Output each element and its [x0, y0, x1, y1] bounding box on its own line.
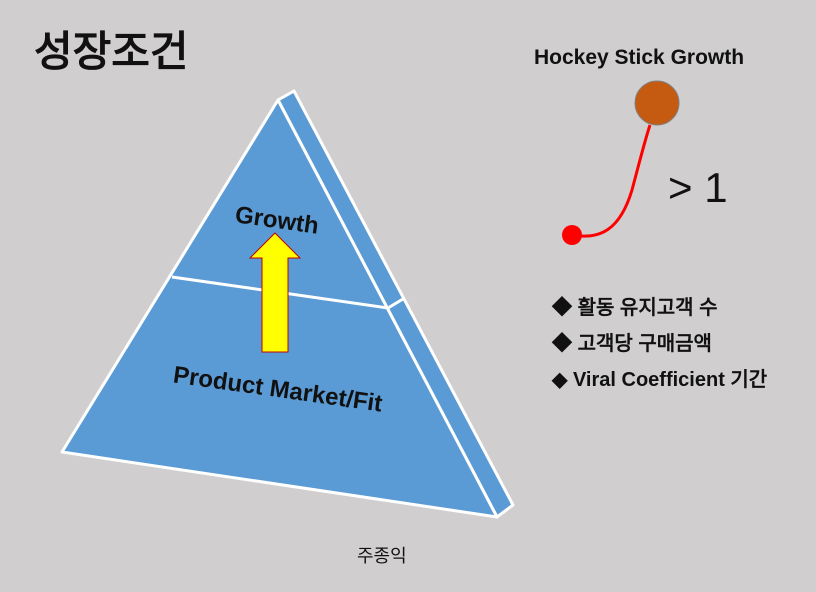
bullet-text: 활동 유지고객 수 [577, 297, 718, 319]
bullet-item: ◆ Viral Coefficient 기간 [552, 362, 767, 398]
bullet-item: ◆ 활동 유지고객 수 [552, 290, 767, 326]
author-caption: 주종익 [357, 546, 407, 566]
diamond-icon: ◆ [552, 369, 568, 391]
up-arrow-icon [248, 232, 302, 353]
bullet-item: ◆ 고객당 구매금액 [552, 326, 767, 362]
ratio-label: > 1 [668, 164, 728, 211]
hockey-stick-title: Hockey Stick Growth [534, 46, 745, 69]
bullet-text: Viral Coefficient 기간 [572, 369, 768, 391]
hockey-stick-curve [571, 124, 652, 238]
diamond-icon: ◆ [552, 333, 572, 355]
growth-ball [634, 80, 680, 126]
slide-title: 성장조건 [34, 28, 189, 75]
side-divider [387, 297, 404, 310]
start-dot [562, 225, 582, 245]
diamond-icon: ◆ [552, 297, 572, 319]
bullet-list: ◆ 활동 유지고객 수 ◆ 고객당 구매금액 ◆ Viral Coefficie… [552, 290, 767, 398]
bullet-text: 고객당 구매금액 [577, 333, 712, 355]
